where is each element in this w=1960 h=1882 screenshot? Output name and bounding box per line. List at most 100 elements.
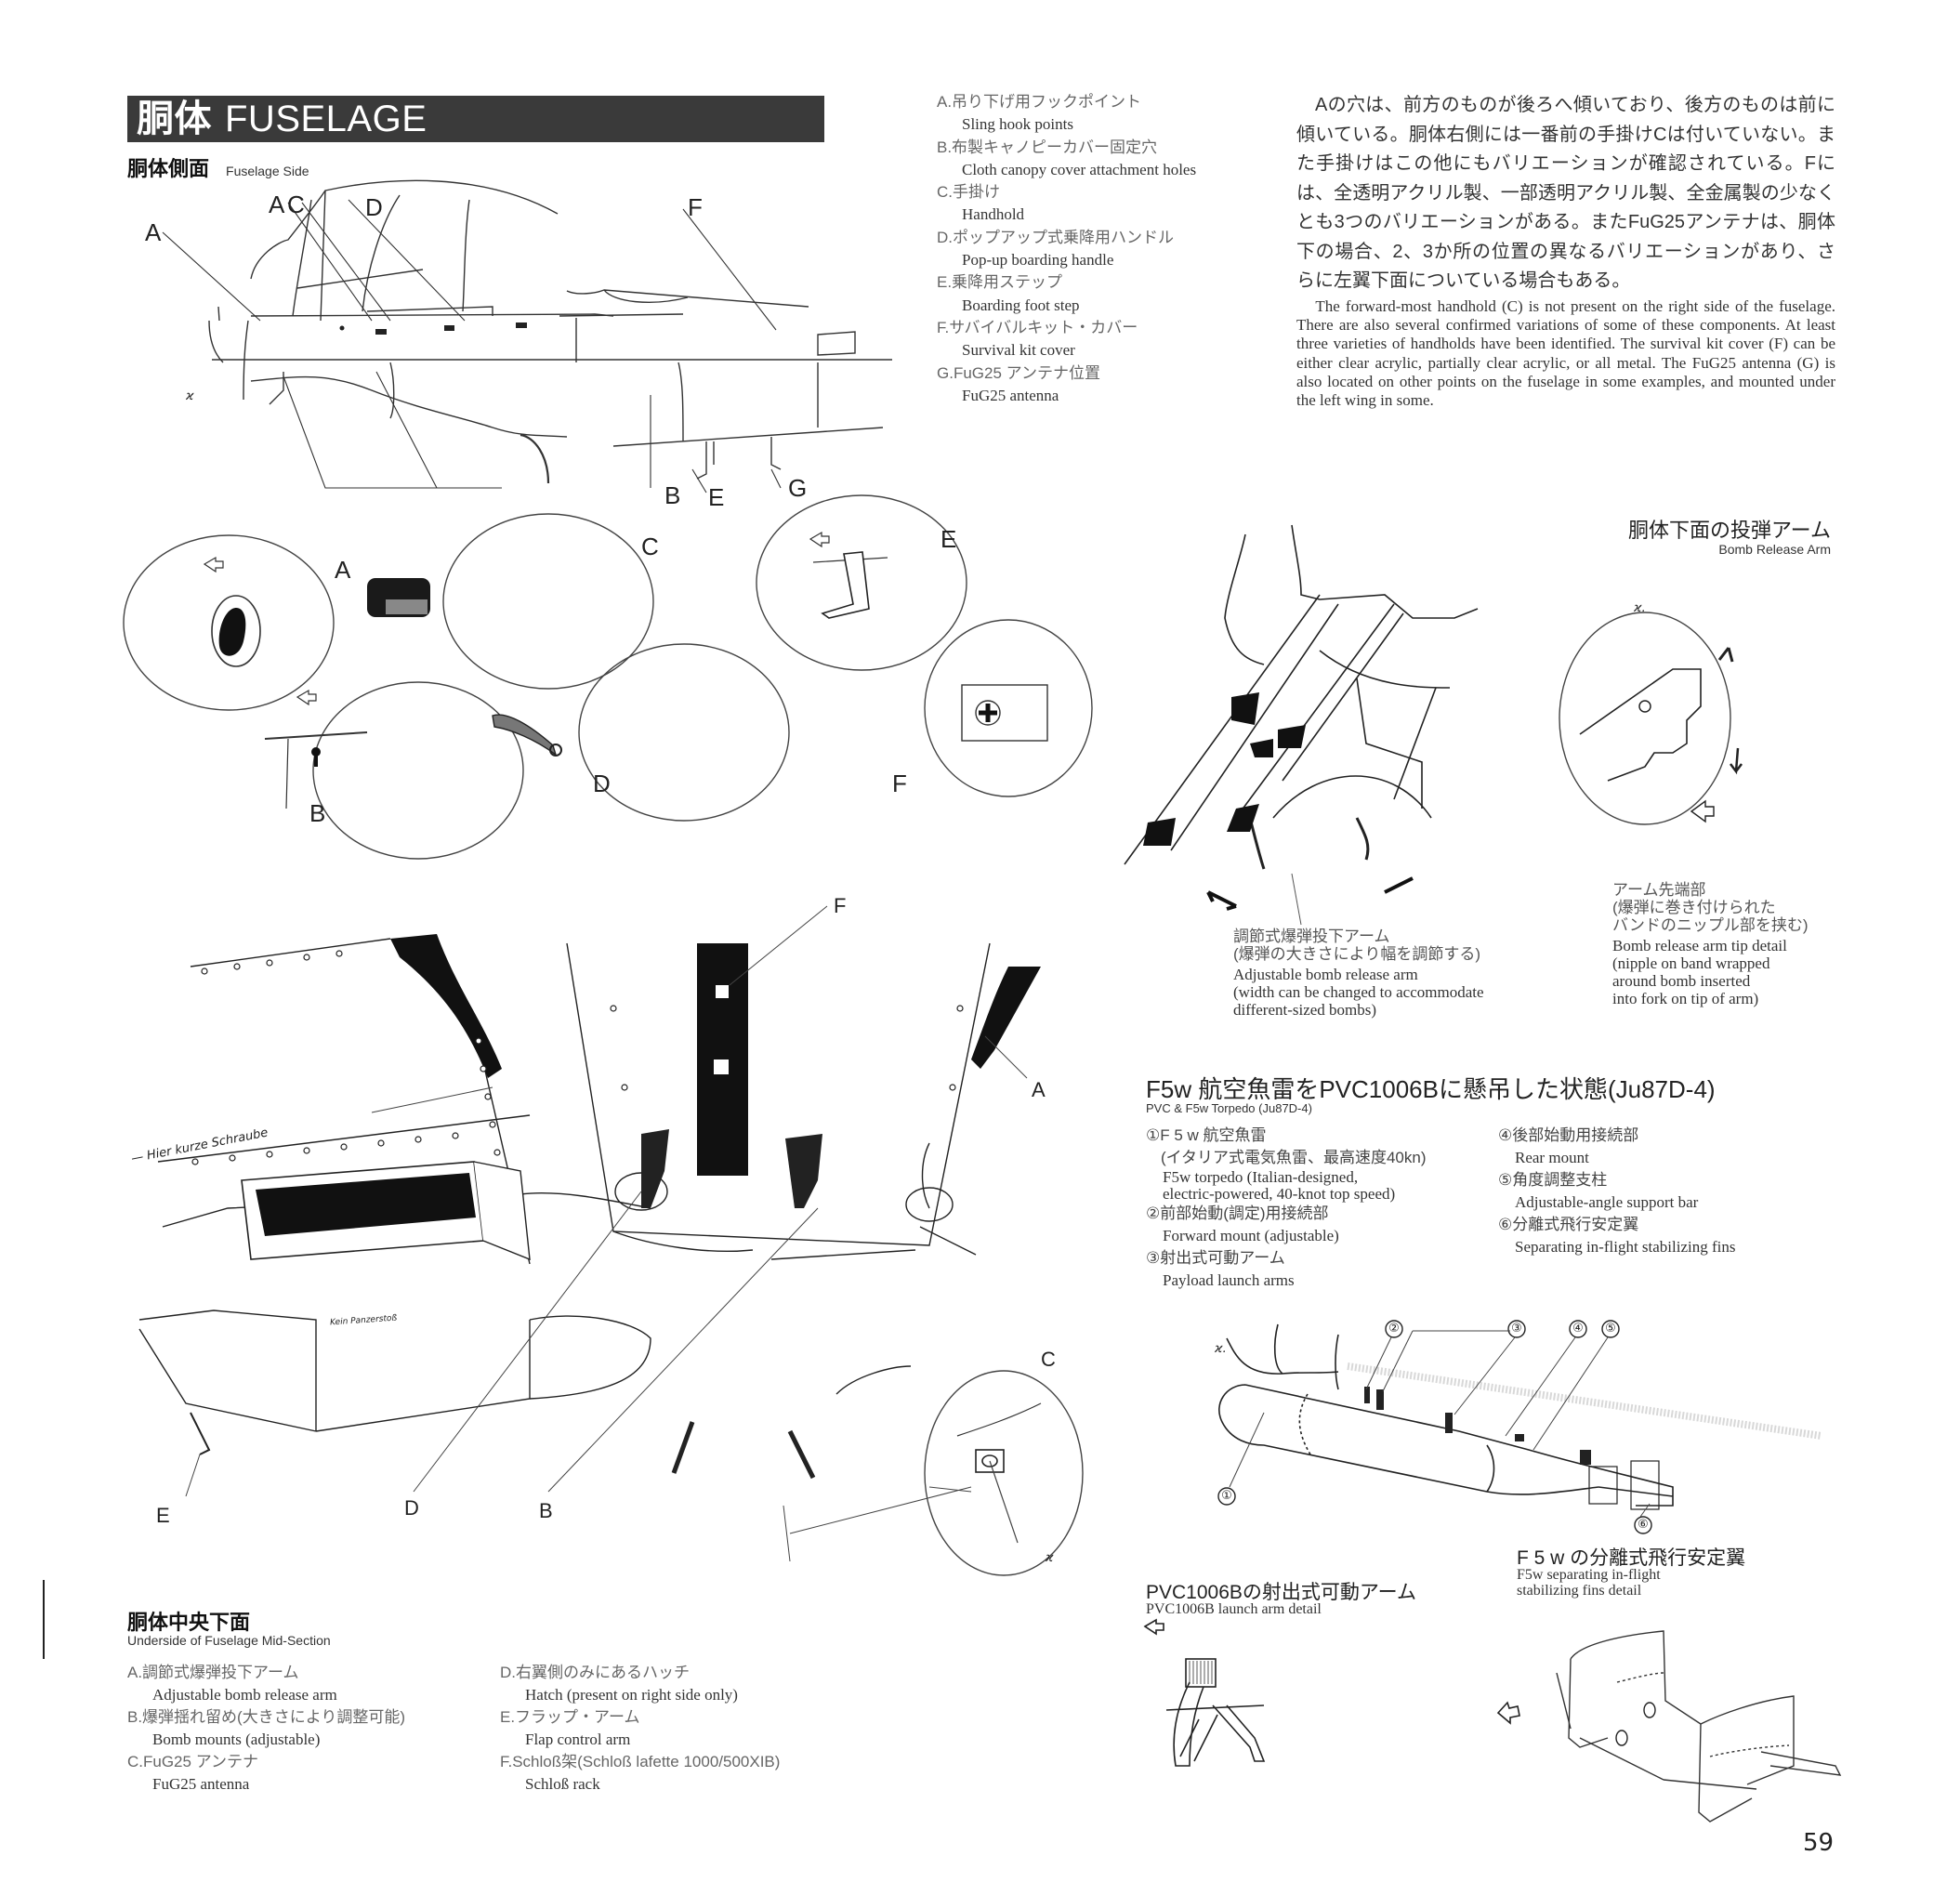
page-number: 59 <box>1803 1829 1835 1857</box>
bomb-release-arm-heading-en: Bomb Release Arm <box>1718 542 1831 557</box>
legend-jp: E.フラップ・アーム <box>500 1708 640 1726</box>
handhold-c-mark <box>375 329 387 335</box>
callout-circle-6 <box>1634 1516 1652 1534</box>
callout-circle-3 <box>1507 1320 1526 1338</box>
legend-en: Payload launch arms <box>1163 1271 1295 1289</box>
callout-d: D <box>365 193 383 221</box>
legend-jp: ③射出式可動アーム <box>1146 1249 1285 1267</box>
torpedo-callout-3: ③ <box>1511 1321 1522 1335</box>
legend-en: electric-powered, 40-knot top speed) <box>1163 1185 1396 1203</box>
legend-jp: (イタリア式電気魚雷、最高速度40kn) <box>1161 1149 1427 1166</box>
torpedo-heading-jp: F5w 航空魚雷をPVC1006Bに懸吊した状態(Ju87D-4) <box>1146 1075 1716 1103</box>
canopy-frame <box>292 190 424 322</box>
legend-item: B.爆弾揺れ留め(大きさにより調整可能) Bomb mounts (adjusta… <box>127 1706 499 1751</box>
underside-callout-f: F <box>834 894 847 917</box>
legend-en: Handhold <box>962 205 1025 224</box>
artist-signature: ϰ <box>185 389 194 403</box>
legend-jp: ①F 5 w 航空魚雷 <box>1146 1126 1267 1144</box>
legend-en: Cloth canopy cover attachment holes <box>962 160 1197 178</box>
caption-en: Bomb release arm tip detail <box>1612 937 1787 954</box>
caption-jp: バンドのニップル部を挟む) <box>1612 916 1809 934</box>
detail-label-f: F <box>892 770 907 797</box>
legend-jp: D.右翼側のみにあるハッチ <box>500 1664 690 1681</box>
detail-circle-e <box>756 494 967 671</box>
artist-signature: ϰ. <box>1633 601 1646 615</box>
caption-en: (width can be changed to accommodate <box>1233 983 1484 1001</box>
detail-circle-b <box>312 681 524 860</box>
legend-jp: C.FuG25 アンテナ <box>127 1753 259 1770</box>
legend-jp: A.吊り下げ用フックポイント <box>937 93 1142 111</box>
legend-item: ①F 5 w 航空魚雷 (イタリア式電気魚雷、最高速度40kn) F5w tor… <box>1146 1125 1480 1203</box>
legend-en: Pop-up boarding handle <box>962 251 1114 270</box>
legend-item: C.手掛け Handhold <box>937 181 1271 227</box>
torpedo-callout-1: ① <box>1221 1488 1232 1502</box>
legend-jp: B.爆弾揺れ留め(大きさにより調整可能) <box>127 1708 406 1726</box>
legend-en: Bomb mounts (adjustable) <box>152 1731 321 1748</box>
handhold-mark <box>516 322 527 328</box>
legend-jp: F.サバイバルキット・カバー <box>937 318 1138 336</box>
torpedo-heading-en: PVC & F5w Torpedo (Ju87D-4) <box>1146 1101 1312 1115</box>
fuselage-side-drawing: ϰ <box>162 179 892 494</box>
legend-item: ③射出式可動アーム Payload launch arms <box>1146 1247 1480 1292</box>
detail-circle-a <box>123 534 335 711</box>
legend-en: Adjustable-angle support bar <box>1515 1193 1699 1211</box>
fuselage-side-heading-jp: 胴体側面 <box>127 157 210 180</box>
legend-jp: ②前部始動(調定)用接続部 <box>1146 1204 1329 1222</box>
bomb-release-arm-drawing: ϰ. <box>1124 524 1743 926</box>
callout-e: E <box>708 483 725 511</box>
direction-arrow-icon <box>1143 1618 1164 1636</box>
section-title-jp: 胴体 <box>137 99 212 139</box>
artist-signature: ϰ. <box>1214 1342 1227 1356</box>
legend-jp: F.Schloß架(Schloß lafette 1000/500XIB) <box>500 1753 781 1770</box>
caption-en: around bomb inserted <box>1612 972 1751 990</box>
fins-heading-en-2: stabilizing fins detail <box>1517 1583 1642 1599</box>
description-jp: Aの穴は、前方のものが後ろへ傾いており、後方のものは前に傾いている。胴体右側には… <box>1296 95 1835 291</box>
bomb-release-arm-a-right <box>971 967 1041 1069</box>
hook-point-mark <box>339 325 345 331</box>
launch-arm-drawing <box>1143 1618 1266 1767</box>
callout-circle-2 <box>1385 1320 1403 1338</box>
legend-item: ⑤角度調整支柱 Adjustable-angle support bar <box>1498 1169 1833 1214</box>
legend-en: Flap control arm <box>525 1731 631 1748</box>
torpedo-legend-left: ①F 5 w 航空魚雷 (イタリア式電気魚雷、最高速度40kn) F5w tor… <box>1146 1125 1480 1292</box>
legend-item: D.ポップアップ式乗降用ハンドル Pop-up boarding handle <box>937 227 1271 272</box>
caption-en: into fork on tip of arm) <box>1612 990 1759 1007</box>
legend-jp: D.ポップアップ式乗降用ハンドル <box>937 228 1174 246</box>
caption-en: Adjustable bomb release arm <box>1233 966 1418 983</box>
legend-jp: C.手掛け <box>937 183 1000 202</box>
caption-arm-tip: アーム先端部 (爆弾に巻き付けられた バンドのニップル部を挟む) Bomb re… <box>1612 881 1854 1007</box>
callout-a: A <box>269 191 285 218</box>
legend-jp: B.布製キャノピーカバー固定穴 <box>937 138 1158 156</box>
legend-en: Boarding foot step <box>962 296 1080 314</box>
torpedo-legend-right: ④後部始動用接続部 Rear mount ⑤角度調整支柱 Adjustable-… <box>1498 1125 1833 1258</box>
detail-circle-d <box>578 643 790 822</box>
underside-callout-e: E <box>156 1504 170 1527</box>
survival-kit-cover <box>817 331 856 356</box>
legend-item: E.フラップ・アーム Flap control arm <box>500 1706 918 1751</box>
legend-en: Rear mount <box>1515 1149 1589 1166</box>
torpedo-callout-4: ④ <box>1572 1321 1584 1335</box>
legend-en: Separating in-flight stabilizing fins <box>1515 1238 1736 1256</box>
description-en: The forward-most handhold (C) is not pre… <box>1296 297 1835 410</box>
legend-jp: ⑤角度調整支柱 <box>1498 1171 1608 1189</box>
torpedo-drawing: ϰ. <box>1214 1320 1822 1534</box>
underside-callout-a: A <box>1032 1078 1046 1101</box>
legend-en: Schloß rack <box>525 1775 600 1793</box>
underside-heading-jp: 胴体中央下面 <box>127 1611 251 1634</box>
callout-circle-5 <box>1601 1320 1620 1338</box>
arm-tip-detail-circle <box>1559 612 1731 825</box>
caption-en: different-sized bombs) <box>1233 1001 1377 1019</box>
legend-jp: A.調節式爆弾投下アーム <box>127 1664 299 1681</box>
detail-circle-c <box>442 513 654 690</box>
detail-label-e: E <box>941 525 957 553</box>
